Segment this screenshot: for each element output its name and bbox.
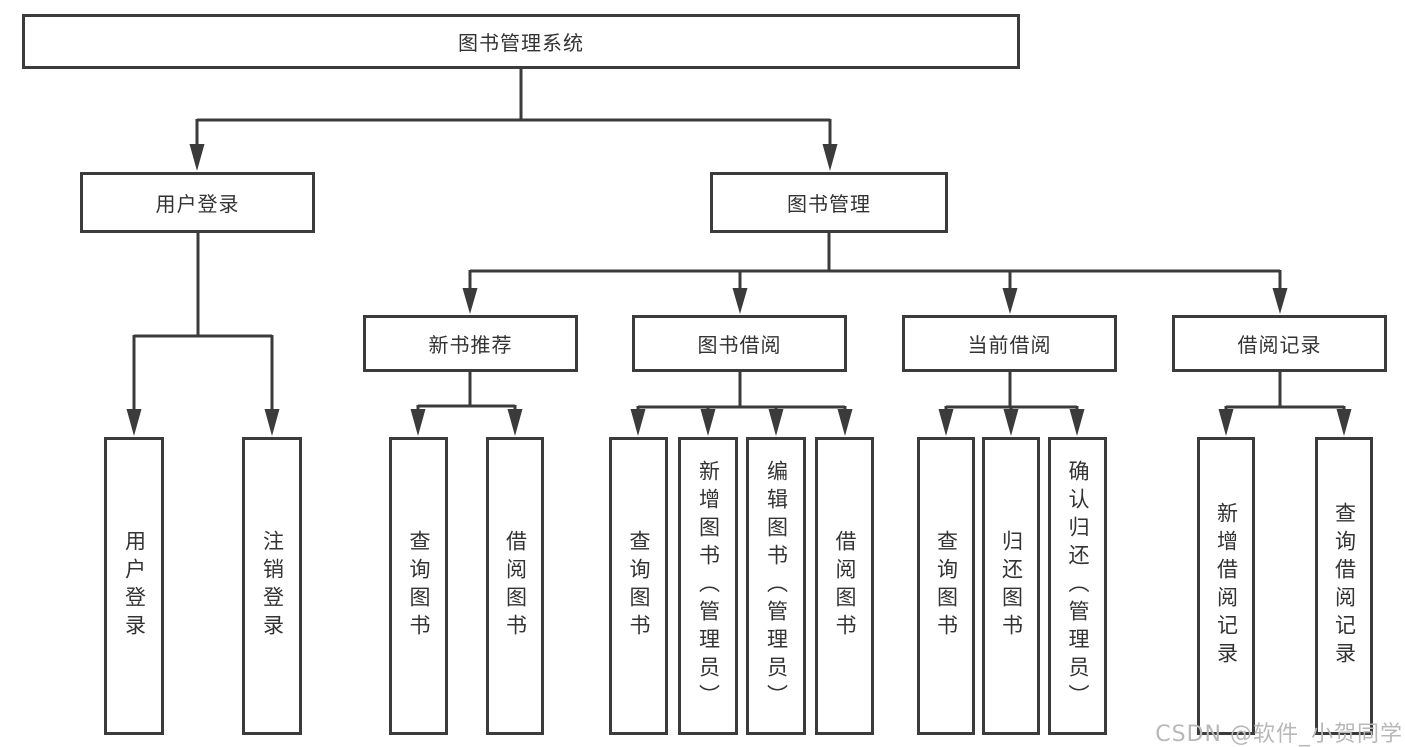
leaf-box-logout: 注销登录 bbox=[242, 437, 302, 735]
node-label: 新增借阅记录 bbox=[1214, 502, 1239, 670]
node-label: 查询图书 bbox=[407, 530, 431, 642]
leaf-box-return-books: 归还图书 bbox=[982, 437, 1040, 735]
node-box-user-login-group: 用户登录 bbox=[80, 172, 315, 233]
leaf-box-user-login: 用户登录 bbox=[104, 437, 164, 735]
node-label: 图书管理系统 bbox=[458, 31, 584, 55]
node-label: 编辑图书（管理员） bbox=[764, 460, 789, 712]
node-label: 借阅图书 bbox=[833, 530, 857, 642]
leaf-box-add-borrow-record: 新增借阅记录 bbox=[1197, 437, 1255, 735]
leaf-box-query-books-recommend: 查询图书 bbox=[389, 437, 448, 735]
leaf-box-edit-book-admin: 编辑图书（管理员） bbox=[746, 437, 806, 735]
node-label: 归还图书 bbox=[999, 530, 1024, 642]
node-label: 图书借阅 bbox=[697, 333, 782, 357]
leaf-box-query-books-borrowing: 查询图书 bbox=[609, 437, 668, 735]
node-box-book-management: 图书管理 bbox=[710, 172, 948, 233]
node-label: 当前借阅 bbox=[967, 333, 1052, 357]
node-label: 借阅图书 bbox=[503, 530, 528, 642]
node-box-book-borrowing: 图书借阅 bbox=[632, 315, 847, 372]
node-box-current-borrowing: 当前借阅 bbox=[902, 315, 1117, 372]
leaf-box-borrow-books-recommend: 借阅图书 bbox=[486, 437, 544, 735]
node-label: 图书管理 bbox=[787, 192, 871, 216]
node-label: 查询图书 bbox=[934, 530, 959, 642]
arrowhead-icons bbox=[126, 144, 1352, 436]
node-label: 查询图书 bbox=[627, 530, 651, 642]
node-label: 新增图书（管理员） bbox=[696, 460, 721, 712]
node-label: 用户登录 bbox=[122, 530, 147, 642]
node-box-library-system: 图书管理系统 bbox=[22, 14, 1020, 69]
node-label: 确认归还（管理员） bbox=[1066, 460, 1090, 712]
node-box-borrowing-records: 借阅记录 bbox=[1172, 315, 1387, 372]
leaf-box-confirm-return-admin: 确认归还（管理员） bbox=[1048, 437, 1107, 735]
node-label: 注销登录 bbox=[260, 530, 285, 642]
leaf-box-query-books-current: 查询图书 bbox=[917, 437, 975, 735]
node-label: 查询借阅记录 bbox=[1332, 502, 1357, 670]
leaf-box-query-borrow-record: 查询借阅记录 bbox=[1315, 437, 1373, 735]
node-label: 新书推荐 bbox=[428, 333, 513, 357]
node-label: 借阅记录 bbox=[1237, 333, 1322, 357]
leaf-box-add-book-admin: 新增图书（管理员） bbox=[678, 437, 738, 735]
watermark: CSDN @软件_小贺同学 bbox=[1155, 722, 1403, 747]
node-label: 用户登录 bbox=[155, 192, 240, 216]
leaf-box-borrow-books-borrowing: 借阅图书 bbox=[815, 437, 874, 735]
node-box-new-book-recommend: 新书推荐 bbox=[363, 315, 578, 372]
